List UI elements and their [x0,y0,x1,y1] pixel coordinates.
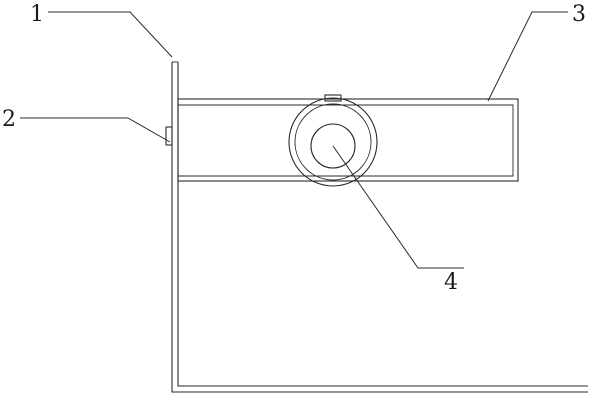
leader-line-1 [48,11,173,58]
callout-3: 3 [572,2,586,27]
leader-line-4 [332,145,464,269]
leader-line-2 [20,117,171,143]
leader-lines [20,11,568,269]
round-rotor-part-4 [288,94,378,187]
callout-2: 2 [2,107,16,132]
callout-1: 1 [30,2,44,27]
vertical-plate-part-1 [171,61,588,393]
callout-4: 4 [444,270,458,295]
channel-arm-part-3 [177,98,519,182]
bracket-tab-part-2 [165,126,173,146]
callout-labels: 1 2 3 4 [2,2,586,295]
leader-line-3 [487,11,568,102]
